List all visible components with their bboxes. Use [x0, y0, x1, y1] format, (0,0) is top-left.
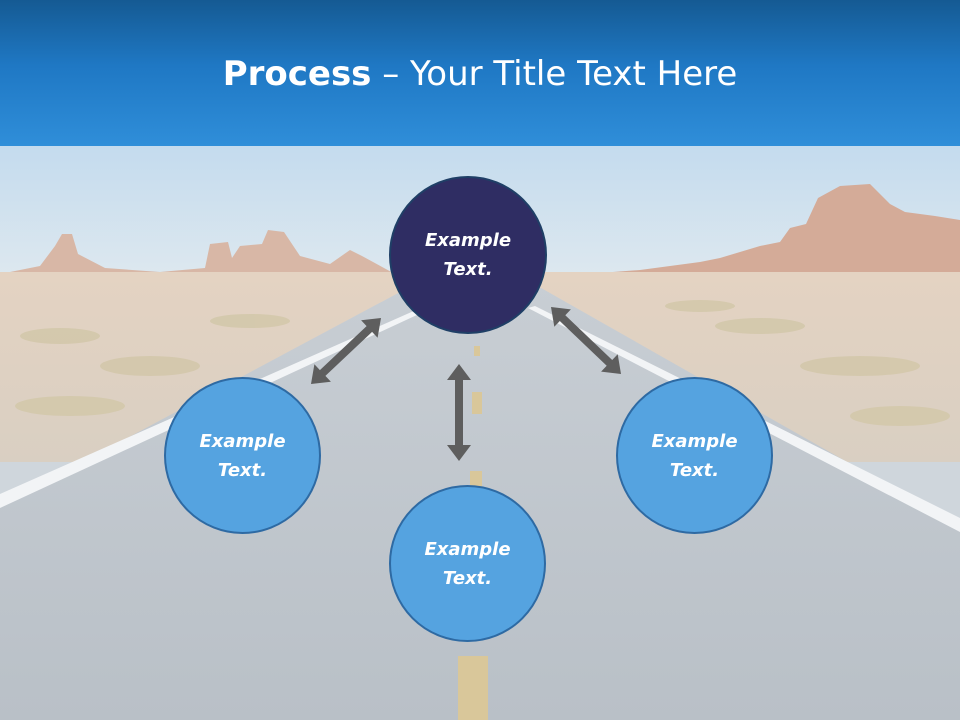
node-center: Example Text.	[389, 176, 547, 334]
node-bottom-label: Example Text.	[408, 535, 528, 593]
arrow-shape	[447, 364, 471, 461]
title-rest: – Your Title Text Here	[371, 54, 738, 94]
arrow-shape	[311, 318, 381, 384]
double-arrow-right	[551, 307, 621, 374]
node-center-label: Example Text.	[408, 226, 528, 284]
node-right-line2: Text.	[669, 459, 720, 481]
node-left-line1: Example	[199, 430, 286, 452]
slide-title: Process – Your Title Text Here	[0, 52, 960, 96]
node-right-label: Example Text.	[635, 427, 755, 485]
node-bottom-line1: Example	[424, 538, 511, 560]
node-left-line2: Text.	[217, 459, 268, 481]
node-right-line1: Example	[651, 430, 738, 452]
node-center-line1: Example	[424, 230, 512, 251]
node-right: Example Text.	[616, 377, 773, 534]
node-left-label: Example Text.	[183, 427, 303, 485]
title-bar: Process – Your Title Text Here	[0, 0, 960, 146]
node-bottom-line2: Text.	[442, 567, 493, 589]
double-arrow-vertical	[447, 364, 471, 461]
double-arrow-left	[311, 318, 381, 384]
node-center-line2: Text.	[443, 259, 493, 280]
title-bold: Process	[222, 54, 372, 94]
node-left: Example Text.	[164, 377, 321, 534]
node-bottom: Example Text.	[389, 485, 546, 642]
arrow-shape	[551, 307, 621, 374]
